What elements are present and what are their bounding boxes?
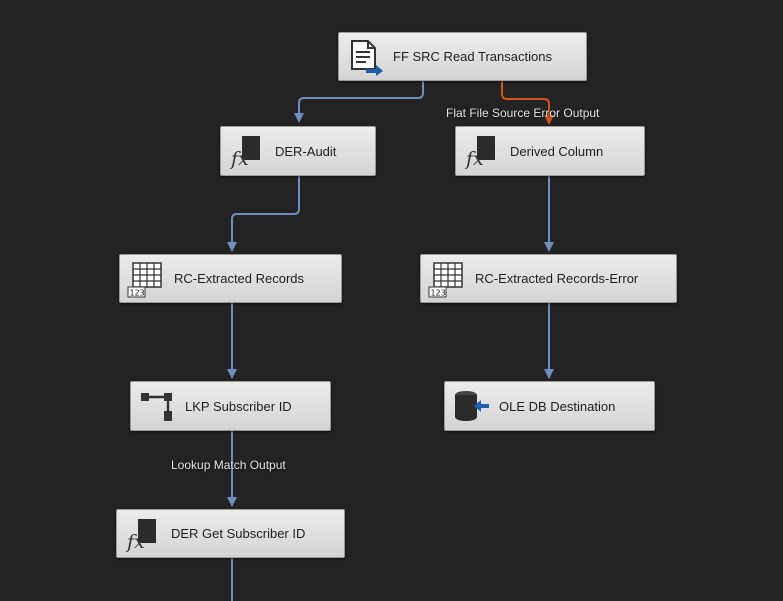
path-src-to-derived-column-error[interactable] xyxy=(501,81,554,125)
derived-column-icon: fx xyxy=(227,131,267,171)
path-der-audit-to-rc[interactable] xyxy=(227,176,300,252)
ole-db-destination-icon xyxy=(451,386,491,426)
rc-extracted-records-error-node[interactable]: 123 RC-Extracted Records-Error xyxy=(420,254,677,303)
node-label: OLE DB Destination xyxy=(499,398,616,414)
derived-column-icon: fx xyxy=(462,131,502,171)
node-label: RC-Extracted Records xyxy=(174,271,305,286)
derived-column-icon: fx xyxy=(123,514,163,554)
derived-column-node[interactable]: fx Derived Column xyxy=(455,126,645,176)
der-audit-node[interactable]: fx DER-Audit xyxy=(220,126,376,176)
der-get-subscriber-id-node[interactable]: fx DER Get Subscriber ID xyxy=(116,509,345,558)
node-label: LKP Subscriber ID xyxy=(185,398,292,414)
row-count-icon: 123 xyxy=(126,259,166,299)
ff-src-read-transactions-node[interactable]: FF SRC Read Transactions xyxy=(338,32,587,81)
lookup-icon xyxy=(137,386,177,426)
svg-text:123: 123 xyxy=(431,288,446,297)
lookup-match-output-label: Lookup Match Output xyxy=(171,458,286,472)
node-label: DER Get Subscriber ID xyxy=(171,526,306,541)
node-label: FF SRC Read Transactions xyxy=(393,49,552,64)
svg-text:fx: fx xyxy=(125,531,145,553)
lkp-subscriber-id-node[interactable]: LKP Subscriber ID xyxy=(130,381,331,431)
flat-file-source-icon xyxy=(345,37,385,77)
svg-text:123: 123 xyxy=(130,288,145,297)
rc-extracted-records-node[interactable]: 123 RC-Extracted Records xyxy=(119,254,342,303)
ole-db-destination-node[interactable]: OLE DB Destination xyxy=(444,381,655,431)
node-label: DER-Audit xyxy=(275,143,337,159)
node-label: RC-Extracted Records-Error xyxy=(475,271,639,286)
svg-text:fx: fx xyxy=(464,148,484,170)
row-count-icon: 123 xyxy=(427,259,467,299)
error-output-label: Flat File Source Error Output xyxy=(446,106,600,120)
path-src-to-der-audit[interactable] xyxy=(294,81,424,123)
node-label: Derived Column xyxy=(510,143,604,159)
svg-text:fx: fx xyxy=(229,148,249,170)
